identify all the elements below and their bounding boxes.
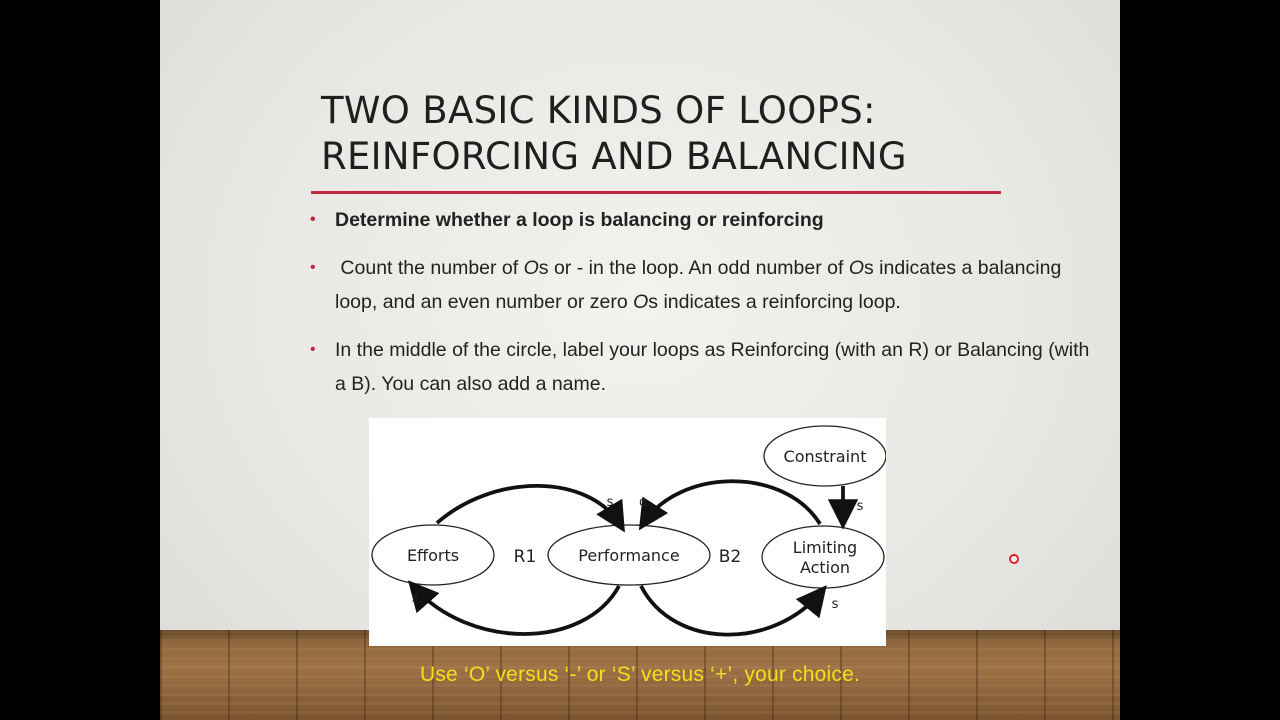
- link-label-efforts-to-performance: s: [607, 495, 614, 510]
- loop-label-r1: R1: [514, 547, 537, 567]
- bullet-marker: •: [310, 211, 316, 228]
- slide: TWO BASIC KINDS OF LOOPS: REINFORCING AN…: [160, 0, 1120, 720]
- link-label-limiting-to-performance: o: [639, 495, 647, 510]
- limiting-label-line-2: Action: [800, 558, 850, 577]
- link-label-constraint-to-limiting: s: [857, 499, 864, 514]
- arc-efforts-to-performance: [435, 483, 625, 533]
- bullet-text: s indicates a balancing loop, and an eve…: [335, 257, 1062, 313]
- title-line-1: TWO BASIC KINDS OF LOOPS:: [321, 89, 876, 132]
- diagram-canvas: Efforts Performance Limiting Action Cons…: [371, 425, 886, 637]
- title-line-2: REINFORCING AND BALANCING: [321, 135, 907, 178]
- subtitle-caption: Use ‘O’ versus ‘-’ or ‘S’ versus ‘+’, yo…: [419, 663, 861, 686]
- limiting-action-node: [761, 525, 885, 589]
- bullet-item: • In the middle of the circle, label your…: [310, 333, 1090, 401]
- constraint-label: Constraint: [784, 447, 867, 466]
- slide-title: TWO BASIC KINDS OF LOOPS: REINFORCING AN…: [321, 88, 1041, 180]
- performance-node: [547, 524, 711, 586]
- constraint-node: [763, 425, 886, 487]
- link-label-performance-to-efforts: s: [412, 591, 419, 606]
- bullet-item: • Determine whether a loop is balancing o…: [310, 203, 1090, 237]
- bullet-text: Count the number of: [335, 257, 524, 279]
- arc-performance-to-efforts: [407, 580, 621, 636]
- bullet-list: • Determine whether a loop is balancing o…: [310, 203, 1090, 415]
- arc-performance-to-limiting: [639, 585, 827, 637]
- bullet-marker: •: [310, 341, 316, 358]
- bullet-text: O: [848, 257, 864, 279]
- bullet-text: Determine whether a loop is balancing or…: [335, 209, 824, 231]
- efforts-label: Efforts: [407, 546, 459, 565]
- title-divider: [311, 191, 1001, 194]
- arc-limiting-to-performance: [638, 479, 822, 531]
- causal-loop-diagram: Efforts Performance Limiting Action Cons…: [369, 418, 886, 646]
- bullet-text: s or - in the loop. An odd number of: [538, 257, 849, 279]
- limiting-label-line-1: Limiting: [793, 538, 857, 557]
- laser-pointer-dot: [1009, 554, 1019, 564]
- bullet-text: In the middle of the circle, label your …: [335, 339, 1090, 395]
- bullet-text: s indicates a reinforcing loop.: [648, 291, 901, 313]
- bullet-item: • Count the number of Os or - in the loo…: [310, 251, 1090, 319]
- bullet-text: O: [523, 257, 539, 279]
- performance-label: Performance: [578, 546, 679, 565]
- bullet-marker: •: [310, 259, 316, 276]
- link-label-performance-to-limiting: s: [832, 597, 839, 612]
- loop-label-b2: B2: [719, 547, 741, 567]
- bullet-text: O: [633, 291, 649, 313]
